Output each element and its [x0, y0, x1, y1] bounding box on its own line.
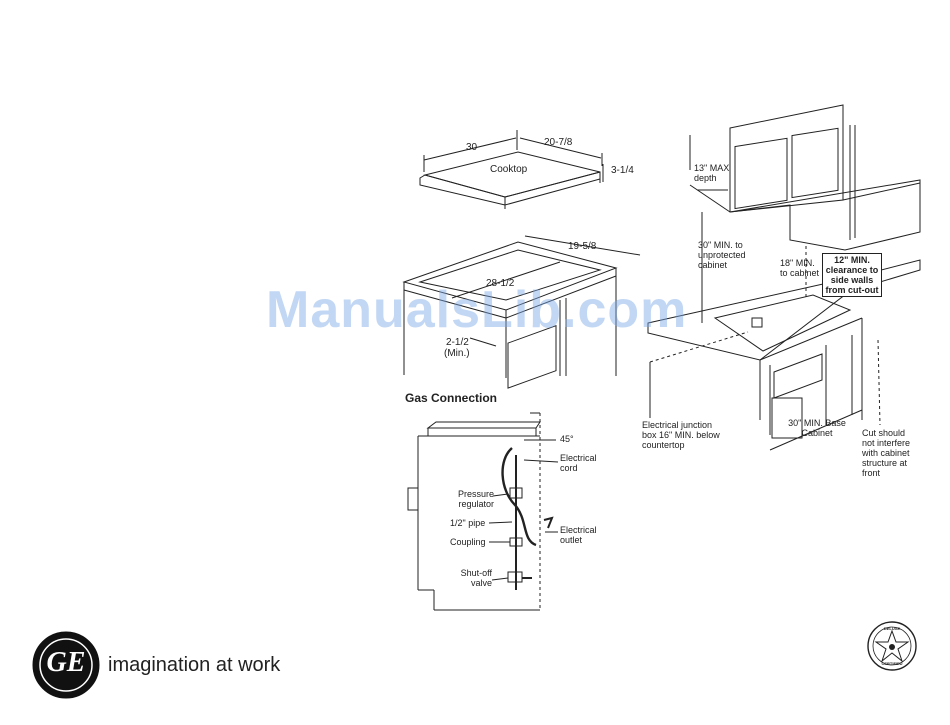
cut-note-label: Cut should not interfere with cabinet st… [862, 428, 911, 478]
coupling-label: Coupling [450, 537, 486, 547]
pipe-label: 1/2" pipe [450, 518, 486, 528]
gas-connection-drawing [407, 412, 559, 611]
min-to-cabinet-label: 18" MIN. to cabinet [780, 258, 820, 278]
dim-cutout-min-note: (Min.) [444, 348, 470, 359]
junction-box-label: Electrical junction box 16" MIN. below c… [642, 420, 720, 450]
dim-cooktop-height: 3-1/4 [611, 165, 634, 176]
seal-text-top: DELUXE [883, 626, 901, 631]
cooktop-label: Cooktop [490, 164, 528, 175]
manualslib-watermark: ManualsLib.com [266, 281, 688, 339]
pressure-regulator-label: Pressure regulator [457, 489, 494, 509]
dim-cutout-width: 28-1/2 [486, 278, 515, 289]
dim-cutout-depth: 19-5/8 [568, 241, 597, 252]
tagline: imagination at work [108, 654, 281, 676]
dim-cooktop-width: 30 [466, 142, 478, 153]
electrical-outlet-label: Electrical outlet [560, 525, 597, 545]
gas-connection-title: Gas Connection [405, 391, 498, 405]
dim-cutout-min-depth: 2-1/2 [446, 337, 469, 348]
base-cabinet-label: 30" MIN. Base Cabinet [788, 418, 846, 438]
ge-logo-text: GE [46, 647, 86, 678]
electrical-cord-label: Electrical cord [560, 453, 597, 473]
ge-logo [32, 631, 100, 699]
unprotected-cabinet-label: 30" MIN. to unprotected cabinet [698, 240, 746, 270]
certification-seal [867, 621, 917, 671]
cooktop-drawing [419, 130, 604, 209]
gas-angle-label: 45° [560, 434, 574, 444]
dim-cooktop-depth: 20-7/8 [544, 137, 573, 148]
cutout-drawing [402, 235, 641, 389]
seal-text-bottom: CERTIFIED [881, 661, 903, 666]
max-depth-label: 13" MAX depth [694, 163, 730, 183]
clearance-box: 12" MIN. clearance to side walls from cu… [822, 253, 882, 297]
shutoff-valve-label: Shut-off valve [460, 568, 492, 588]
